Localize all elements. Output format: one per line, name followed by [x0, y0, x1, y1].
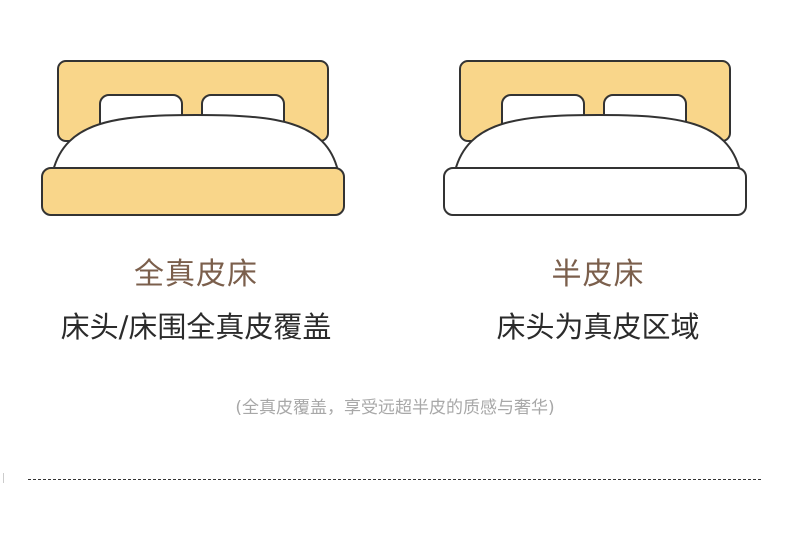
- bed-icon: [443, 60, 747, 216]
- half-leather-bed-illustration: [438, 55, 758, 225]
- full-leather-bed-illustration: [36, 55, 356, 225]
- edge-mark: [3, 473, 4, 483]
- full-leather-description: 床头/床围全真皮覆盖: [60, 310, 332, 344]
- bed-frame: [443, 167, 747, 216]
- half-leather-title: 半皮床: [551, 257, 645, 292]
- bed-frame: [41, 167, 345, 216]
- comparison-note: (全真皮覆盖，享受远超半皮的质感与奢华): [235, 398, 555, 418]
- duvet: [51, 113, 340, 172]
- half-leather-description: 床头为真皮区域: [496, 310, 700, 344]
- bed-icon: [41, 60, 345, 216]
- duvet: [453, 113, 742, 172]
- full-leather-title: 全真皮床: [134, 257, 258, 292]
- dashed-divider: [28, 479, 761, 480]
